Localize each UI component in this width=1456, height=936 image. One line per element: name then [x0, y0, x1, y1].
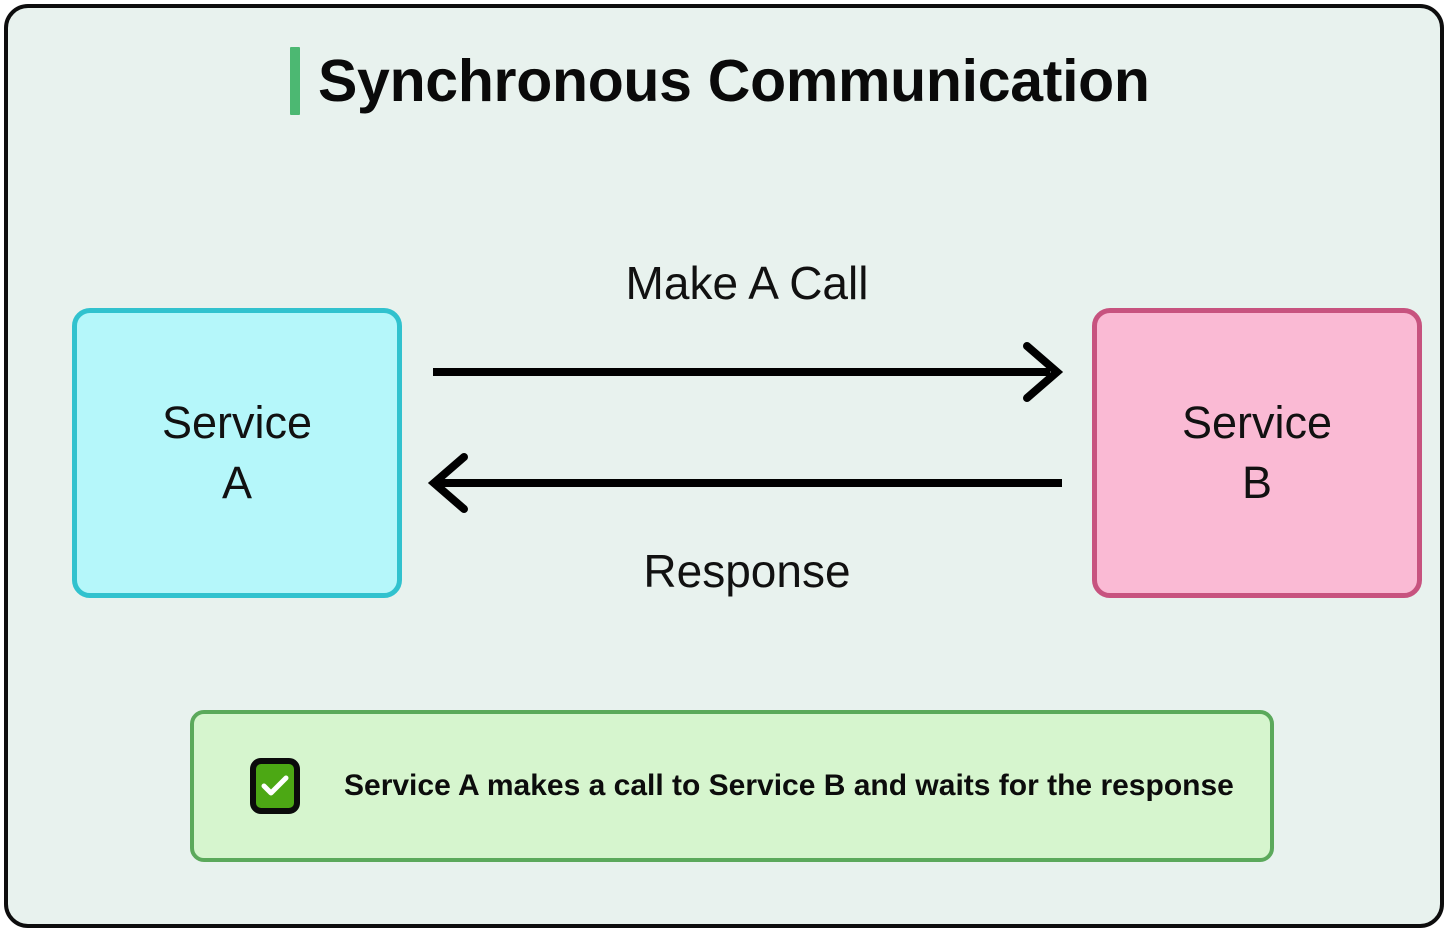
request-arrow-label: Make A Call	[625, 257, 869, 309]
page-title: Synchronous Communication	[318, 47, 1150, 114]
response-arrow-label: Response	[643, 545, 851, 597]
service-b-label-line1: Service	[1181, 397, 1333, 449]
title-row: Synchronous Communication	[290, 38, 1150, 124]
request-arrow-head	[1023, 342, 1064, 402]
diagram-canvas: Synchronous Communication Service A Serv…	[4, 4, 1444, 928]
flow-area: Make A Call Response	[402, 238, 1092, 638]
note-box: Service A makes a call to Service B and …	[190, 710, 1274, 862]
service-b-node[interactable]: Service B	[1092, 308, 1422, 598]
service-a-label-line2: A	[221, 457, 252, 508]
service-a-label-line1: Service	[161, 397, 313, 449]
response-arrow[interactable]	[427, 453, 1062, 513]
service-a-node[interactable]: Service A	[72, 308, 402, 598]
note-text: Service A makes a call to Service B and …	[344, 769, 1234, 802]
title-accent-bar	[290, 47, 300, 115]
service-b-label-line2: B	[1241, 457, 1272, 508]
response-arrow-head	[427, 453, 468, 513]
flow-arrows-svg	[427, 342, 1064, 513]
request-arrow[interactable]	[433, 342, 1064, 402]
check-square-icon	[250, 758, 300, 814]
